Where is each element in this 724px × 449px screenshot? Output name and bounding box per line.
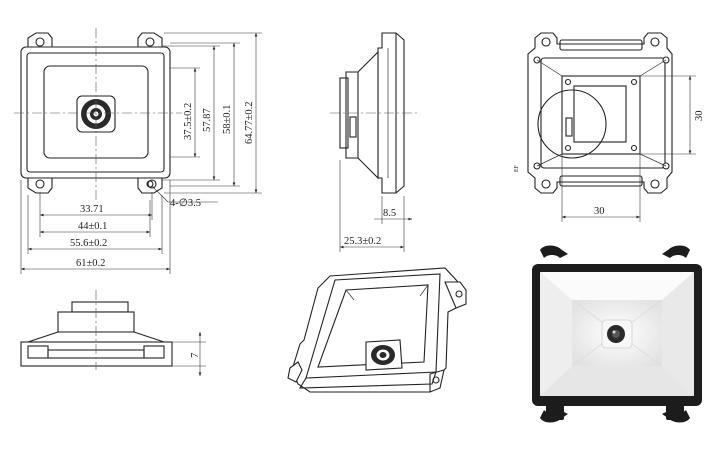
rear-view: EF 30 30 [514, 32, 705, 222]
dim-37-5-label: 37.5±0.2 [183, 103, 194, 140]
product-photo [532, 245, 702, 423]
dim-64-77-label: 64.77±0.2 [244, 101, 255, 144]
photo-clip-top-right [662, 245, 690, 258]
dim-25-3-label: 25.3±0.2 [344, 236, 381, 247]
side-view: 8.5 25.3±0.2 [330, 32, 420, 252]
dim-30-vertical-label: 30 [694, 111, 705, 122]
dim-33-71-label: 33.71 [80, 204, 104, 215]
side-body [345, 50, 379, 180]
dim-61-label: 61±0.2 [76, 258, 105, 269]
dim-30-horizontal-label: 30 [594, 206, 605, 217]
dim-8-5-label: 8.5 [383, 208, 396, 219]
isometric-view [287, 267, 467, 393]
dim-hole-label: 4-∅3.5 [170, 198, 201, 209]
dim-58-label: 58±0.1 [222, 105, 233, 134]
bottom-view: 7 [20, 290, 206, 376]
front-view: 4-∅3.5 37.5±0.2 57.87 58±0.1 64.77±0.2 3… [14, 28, 262, 274]
bottom-boss [71, 301, 129, 313]
dim-7-label: 7 [190, 353, 201, 358]
photo-clip-top-left [540, 245, 568, 258]
dim-55-6-label: 55.6±0.2 [70, 238, 107, 249]
dim-44-label: 44±0.1 [78, 221, 107, 232]
dim-57-87-label: 57.87 [202, 108, 213, 132]
rear-detail-circle [537, 89, 607, 159]
rear-connector [565, 117, 573, 137]
side-connector [349, 116, 357, 138]
rear-small-label: EF [514, 164, 520, 172]
iso-window [317, 284, 429, 368]
